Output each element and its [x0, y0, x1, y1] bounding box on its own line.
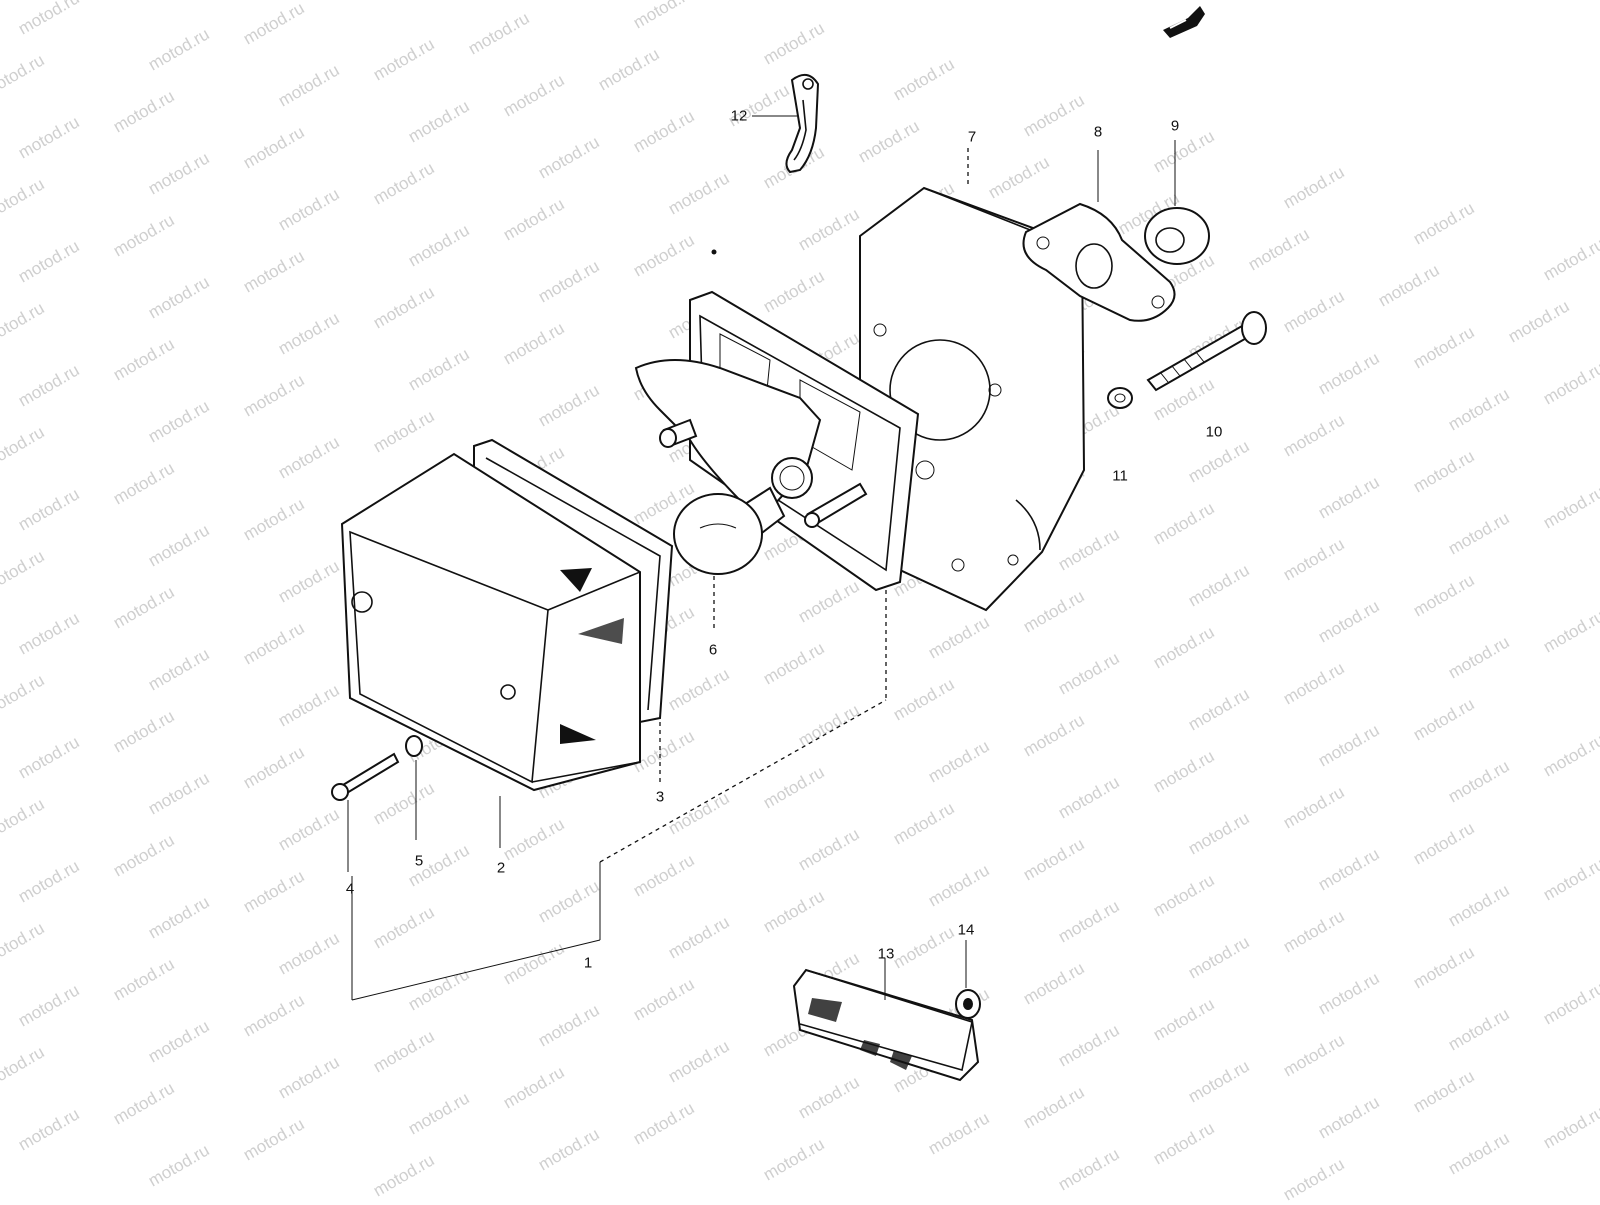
part-label-3: 3: [655, 788, 665, 806]
part-label-11: 11: [1112, 467, 1128, 485]
assembly-bracket-1: [351, 590, 887, 1001]
bolt-10: [1146, 311, 1267, 392]
part-label-8: 8: [1093, 123, 1103, 141]
part-label-1: 1: [583, 954, 593, 972]
part-label-10: 10: [1205, 423, 1223, 441]
bulb-6: [673, 486, 786, 628]
part-label-5: 5: [414, 852, 424, 870]
grommet-9: [1144, 140, 1210, 265]
bracket-12: [752, 73, 820, 174]
reflector-13: [792, 958, 980, 1082]
lamp-base: [634, 249, 920, 592]
housing-7: [859, 148, 1087, 612]
gasket-8: [1022, 150, 1176, 322]
part-label-12: 12: [730, 107, 748, 125]
washer-11: [1107, 387, 1133, 409]
front-arrow-icon: [1163, 6, 1205, 38]
part-label-6: 6: [708, 641, 718, 659]
nut-14: [955, 940, 981, 1019]
part-label-9: 9: [1170, 117, 1180, 135]
part-label-13: 13: [877, 945, 895, 963]
part-label-4: 4: [345, 880, 355, 898]
washer-5: [405, 735, 423, 840]
part-label-2: 2: [496, 859, 506, 877]
part-label-7: 7: [967, 128, 977, 146]
screw-4: [331, 752, 400, 872]
lens-2: [340, 452, 641, 848]
part-label-14: 14: [957, 921, 975, 939]
